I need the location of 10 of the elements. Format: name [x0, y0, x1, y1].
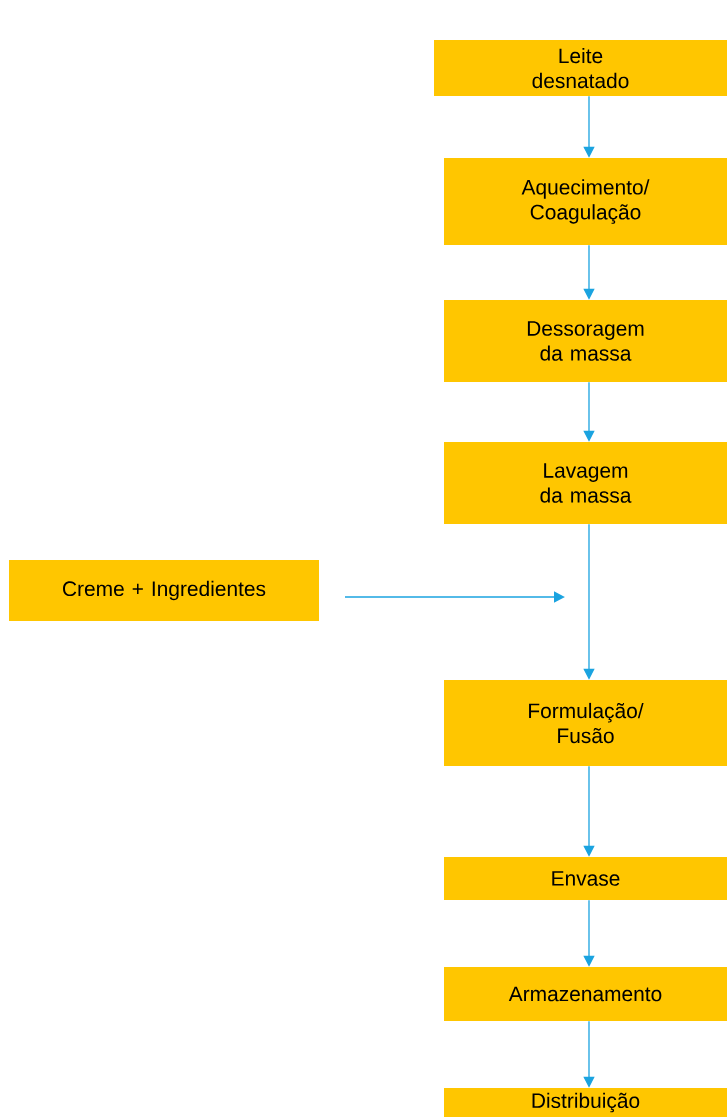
process-box: Creme + Ingredientes — [9, 560, 319, 621]
process-box: Leite desnatado — [434, 40, 727, 96]
process-box: Armazenamento — [444, 967, 727, 1021]
process-box: Distribuição — [444, 1088, 727, 1117]
process-box: Envase — [444, 857, 727, 900]
process-box: Dessoragem da massa — [444, 300, 727, 382]
process-box: Lavagem da massa — [444, 442, 727, 524]
arrow — [344, 591, 565, 603]
process-box: Formulação/ Fusão — [444, 680, 727, 766]
process-box: Aquecimento/ Coagulação — [444, 158, 727, 245]
